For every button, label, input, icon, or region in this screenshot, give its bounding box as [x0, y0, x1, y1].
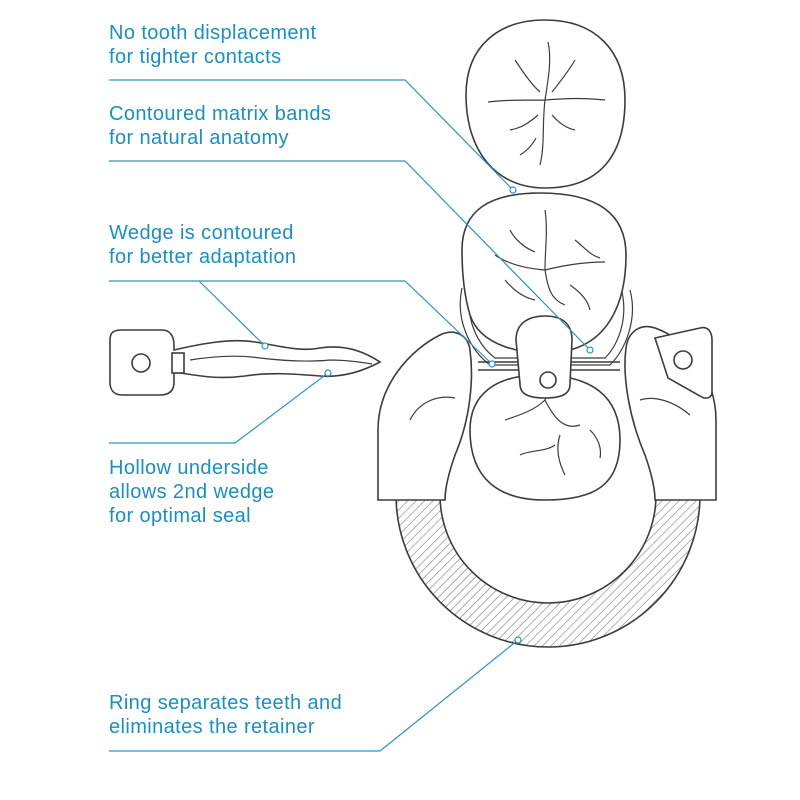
callout-text-line: Wedge is contoured — [109, 222, 294, 244]
ring-right-tab — [653, 326, 713, 399]
callout-hollow-underside: Hollow underside allows 2nd wedge for op… — [109, 456, 274, 528]
callout-text-line: Hollow underside — [109, 457, 269, 479]
callout-ring-separates-teeth: Ring separates teeth and eliminates the … — [109, 691, 342, 739]
callout-wedge-contoured: Wedge is contoured for better adaptation — [109, 221, 296, 269]
wedge-side-view — [109, 329, 382, 396]
ring-left-grip — [377, 331, 473, 501]
callout-line-5 — [109, 636, 522, 752]
callout-line-3 — [109, 280, 496, 368]
callout-text-line: for tighter contacts — [109, 46, 282, 68]
middle-tooth — [461, 192, 627, 354]
callout-line-3b — [198, 280, 269, 350]
top-tooth — [465, 19, 626, 189]
callout-text-line: Contoured matrix bands — [109, 103, 332, 125]
callout-text-line: for better adaptation — [109, 246, 297, 268]
callout-line-2 — [109, 160, 594, 354]
wedge-tip — [515, 315, 573, 399]
callout-text-line: eliminates the retainer — [109, 716, 315, 738]
callout-text-line: allows 2nd wedge — [109, 481, 275, 503]
callout-text-line: No tooth displacement — [109, 22, 317, 44]
callout-text-line: for optimal seal — [109, 505, 252, 527]
callout-line-4 — [109, 369, 332, 444]
callout-text-line: Ring separates teeth and — [109, 692, 343, 714]
callout-line-1 — [109, 79, 517, 194]
callout-contoured-matrix-bands: Contoured matrix bands for natural anato… — [109, 102, 331, 150]
separator-ring — [395, 494, 701, 648]
callout-no-tooth-displacement: No tooth displacement for tighter contac… — [109, 21, 316, 69]
callout-text-line: for natural anatomy — [109, 127, 289, 149]
